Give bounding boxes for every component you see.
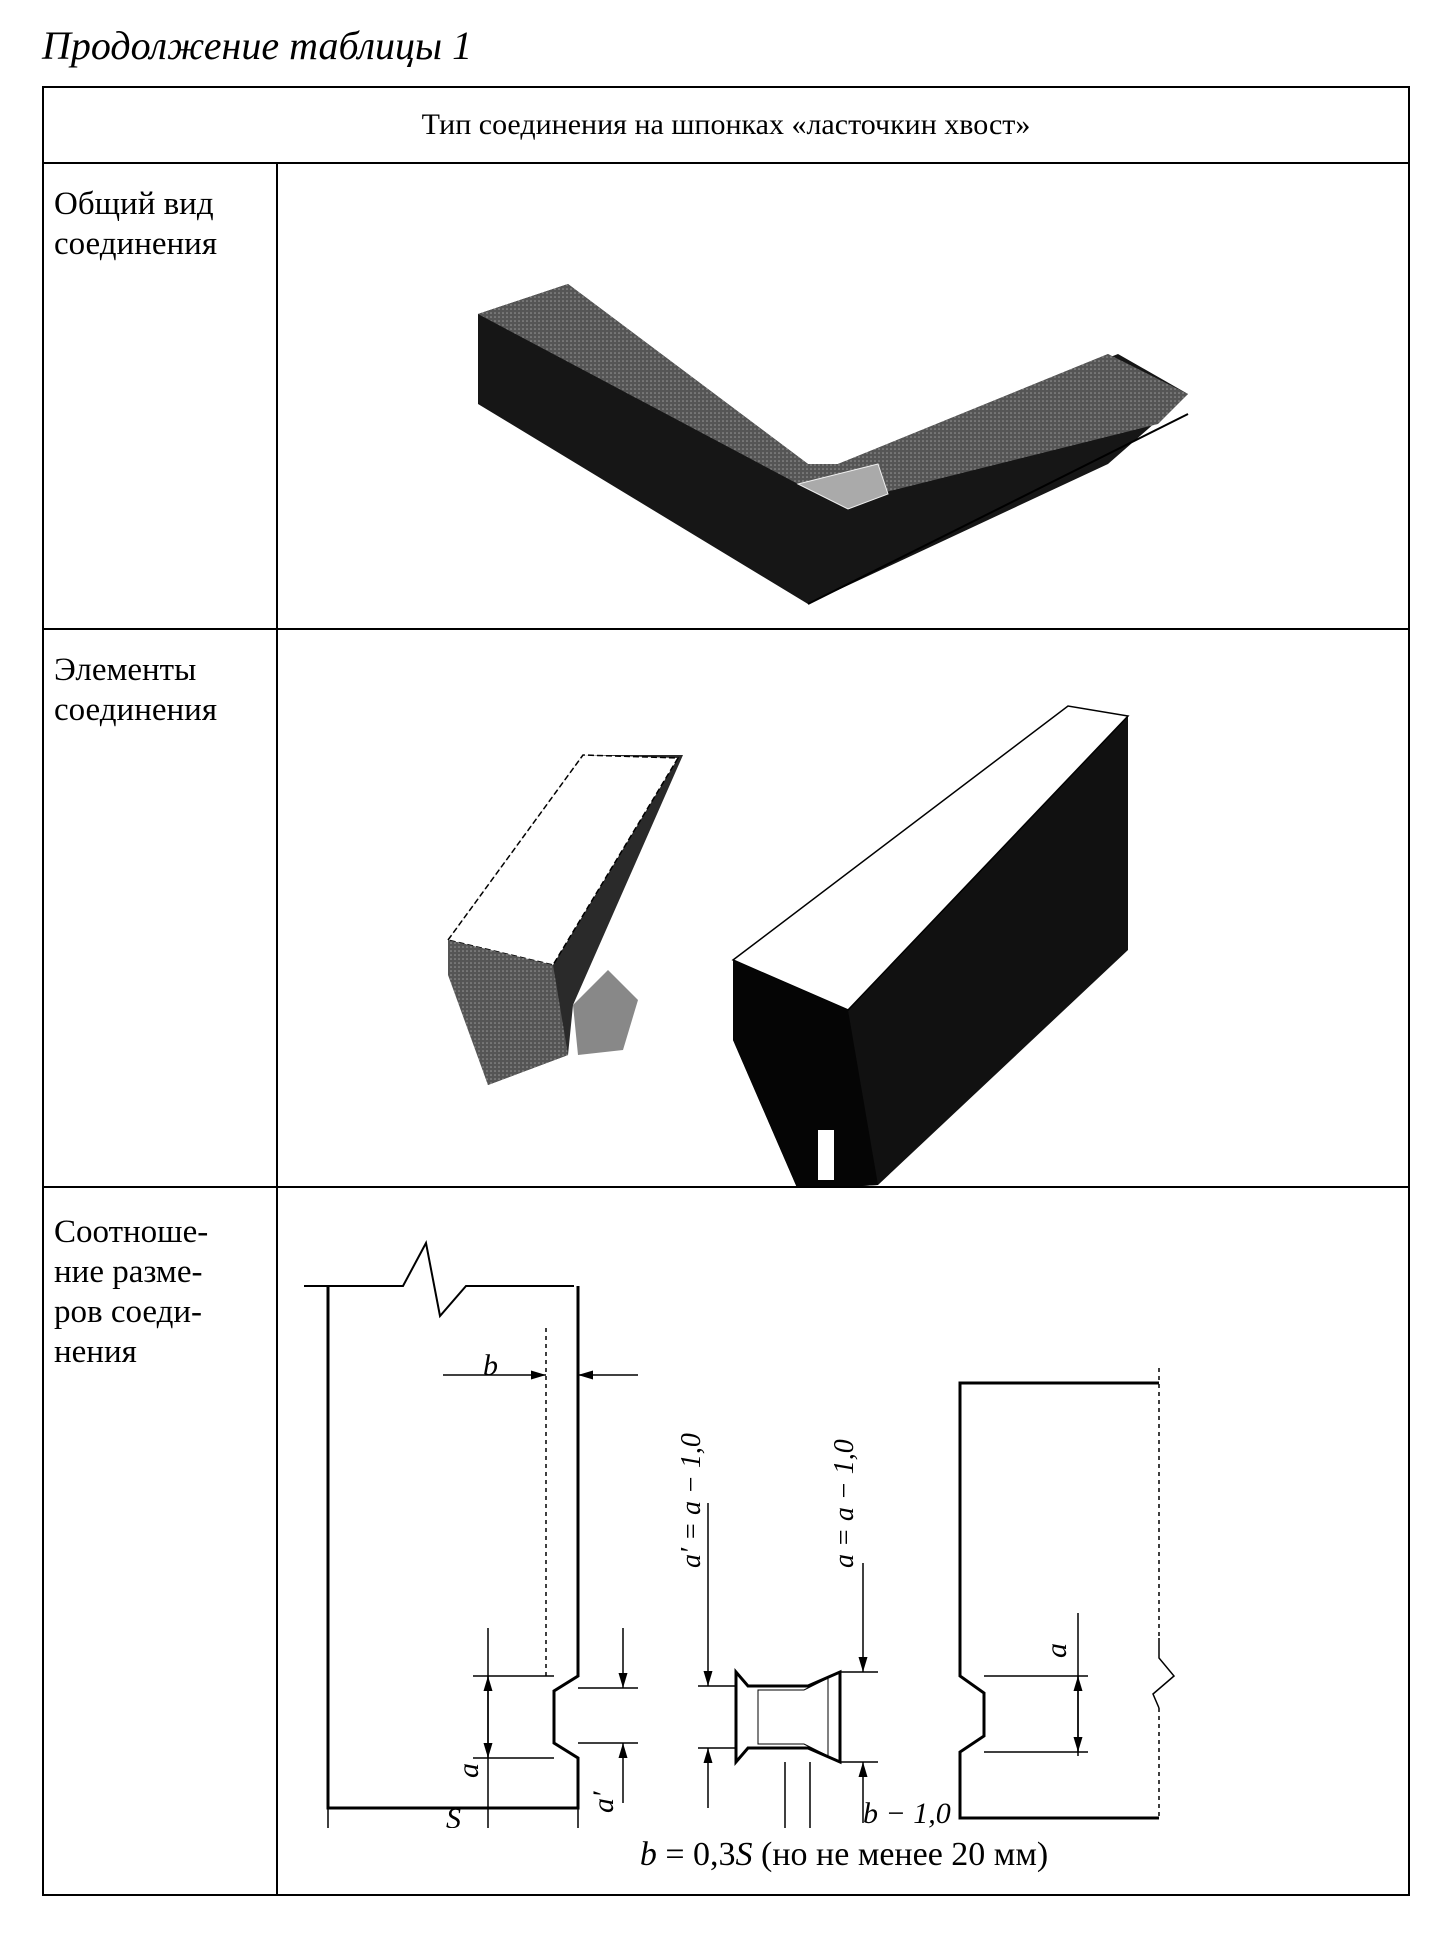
general-view-illustration [278, 164, 1410, 628]
l-joint-3d [478, 284, 1189, 605]
joint-table: Тип соединения на шпонках «ласточкин хво… [42, 86, 1410, 1896]
label-a-prime-eq: a′ = a − 1,0 [676, 1433, 707, 1568]
label-b: b [483, 1349, 498, 1382]
row-label-dimensions: Соотноше- ние разме- ров соеди- нения [54, 1214, 209, 1370]
formula-b: b = 0,3S (но не менее 20 мм) [639, 1836, 1049, 1873]
beam-element-right [731, 705, 1130, 1186]
label-a-eq: a = a − 1,0 [829, 1439, 860, 1568]
row-label-elements: Элементы соединения [54, 652, 218, 728]
column-divider [276, 162, 278, 1896]
table-caption: Продолжение таблицы 1 [42, 23, 473, 68]
left-beam-section [304, 1240, 638, 1828]
label-b-minus: b − 1,0 [863, 1797, 951, 1828]
label-S: S [446, 1802, 461, 1828]
label-a-left: a [452, 1763, 485, 1778]
row-divider [44, 1186, 1408, 1188]
label-a-right: a [1040, 1643, 1073, 1658]
key-element-left [446, 754, 683, 1085]
elements-illustration [278, 630, 1410, 1186]
table-header: Тип соединения на шпонках «ласточкин хво… [44, 88, 1408, 164]
label-a-prime-left: a′ [587, 1791, 620, 1813]
row-divider [44, 628, 1408, 630]
row-label-general-view: Общий вид соединения [54, 186, 218, 262]
key-section [698, 1503, 878, 1828]
right-beam-section [958, 1368, 1176, 1820]
dimension-drawing: b S a a′ a′ = a − 1,0 a = a − 1 [278, 1188, 1410, 1828]
